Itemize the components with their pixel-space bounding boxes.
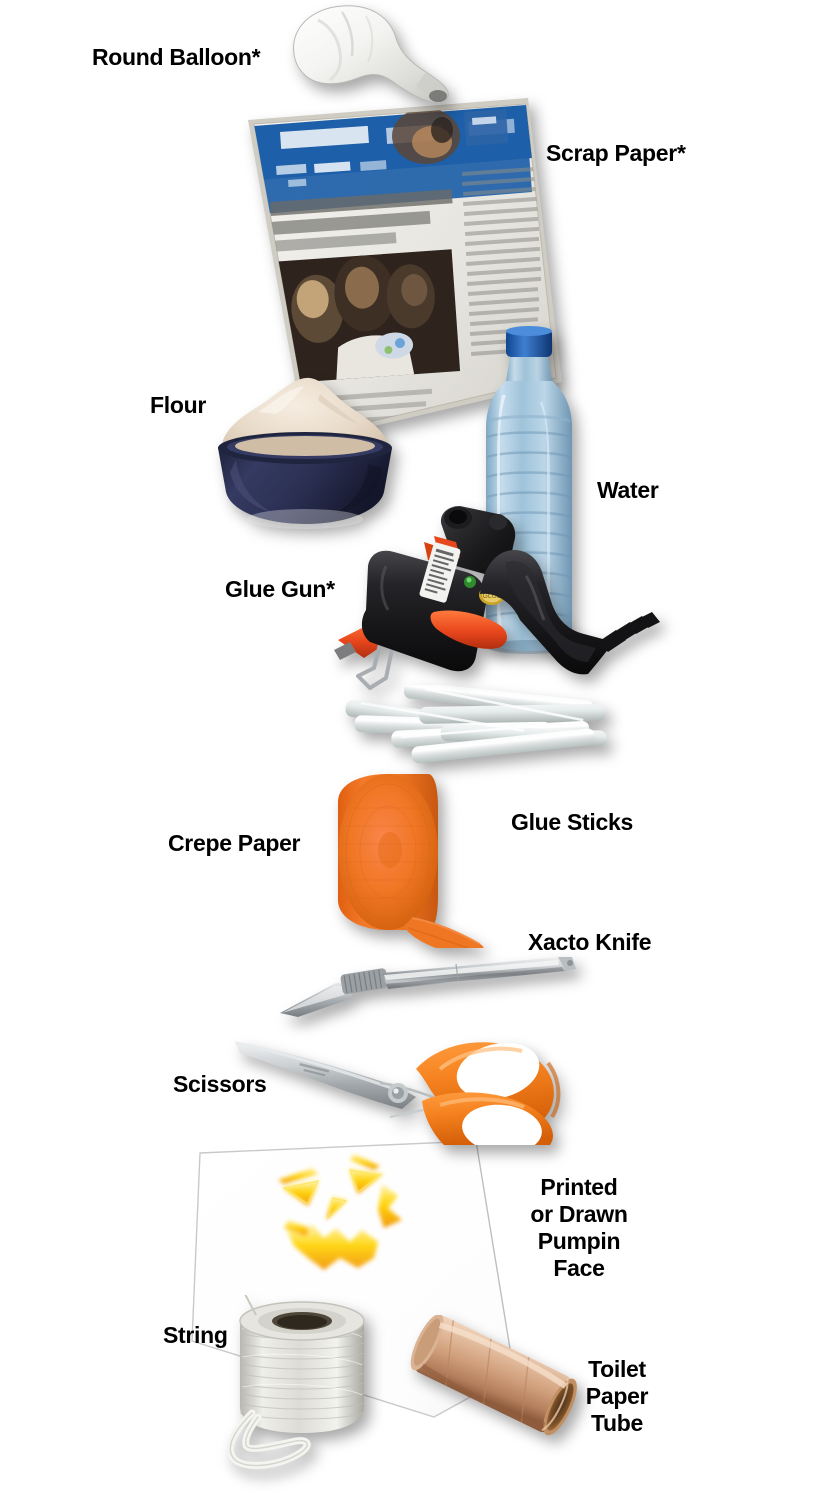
flour-bowl-image [200,368,410,533]
label-crepe-paper: Crepe Paper [168,830,301,856]
glue-sticks-image [345,681,615,795]
label-round-balloon: Round Balloon* [92,44,261,70]
label-pumpkin-face: Printed or Drawn Pumpin Face [530,1174,628,1282]
label-string: String [163,1322,228,1348]
toilet-paper-tube-image [400,1313,590,1450]
xacto-knife-image [278,955,578,1025]
crepe-paper-image [316,768,516,949]
label-scrap-paper: Scrap Paper* [546,140,686,166]
label-glue-gun: Glue Gun* [225,576,335,602]
glue-gun-image: GLUE [330,492,670,692]
pumpkin-face-graphic [262,1150,427,1280]
label-flour: Flour [150,392,206,418]
label-xacto-knife: Xacto Knife [528,929,652,955]
svg-text:GLUE: GLUE [482,593,501,600]
label-scissors: Scissors [173,1071,267,1097]
string-spool-image [212,1234,392,1470]
label-water: Water [597,477,659,503]
label-glue-sticks: Glue Sticks [511,809,633,835]
scrap-paper-image [236,96,566,446]
scissors-image [230,1005,580,1154]
round-balloon-image [286,2,476,110]
label-toilet-paper-tube: Toilet Paper Tube [585,1356,649,1437]
